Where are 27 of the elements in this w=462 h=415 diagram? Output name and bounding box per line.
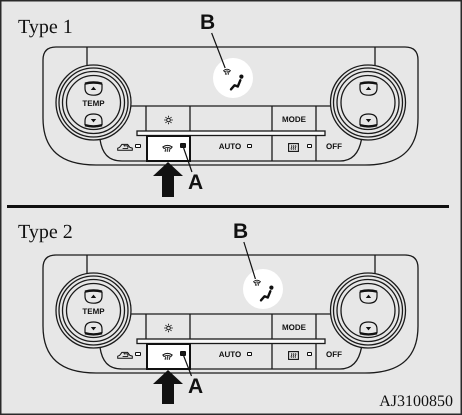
- control-label: TEMP: [82, 100, 105, 108]
- control-label: TEMP: [82, 308, 105, 316]
- callout-label: A: [188, 172, 204, 193]
- indicator-light-icon: [180, 143, 186, 148]
- pointer-arrow: [153, 370, 183, 404]
- callout-label: A: [188, 376, 204, 397]
- control-label: AUTO: [218, 142, 242, 150]
- control-label: MODE: [282, 116, 306, 124]
- leader-line: [183, 356, 192, 376]
- defrost-button: [146, 342, 190, 370]
- defrost-icon: [252, 279, 260, 286]
- control-label: OFF: [326, 142, 342, 150]
- indicator-light-icon: [180, 351, 186, 356]
- figure-code: AJ3100850: [379, 394, 453, 410]
- callout-label: B: [200, 12, 216, 33]
- callout-label: B: [233, 221, 248, 242]
- control-label: AUTO: [218, 350, 242, 358]
- control-label: MODE: [282, 324, 306, 332]
- control-label: OFF: [326, 350, 342, 358]
- leader-line: [183, 148, 192, 172]
- section-heading: Type 2: [18, 222, 73, 242]
- defrost-button: [146, 134, 190, 162]
- pointer-arrow: [153, 162, 183, 197]
- leader-line: [243, 242, 256, 280]
- leader-line: [211, 32, 226, 68]
- defrost-icon: [222, 68, 230, 75]
- section-heading: Type 1: [18, 16, 73, 36]
